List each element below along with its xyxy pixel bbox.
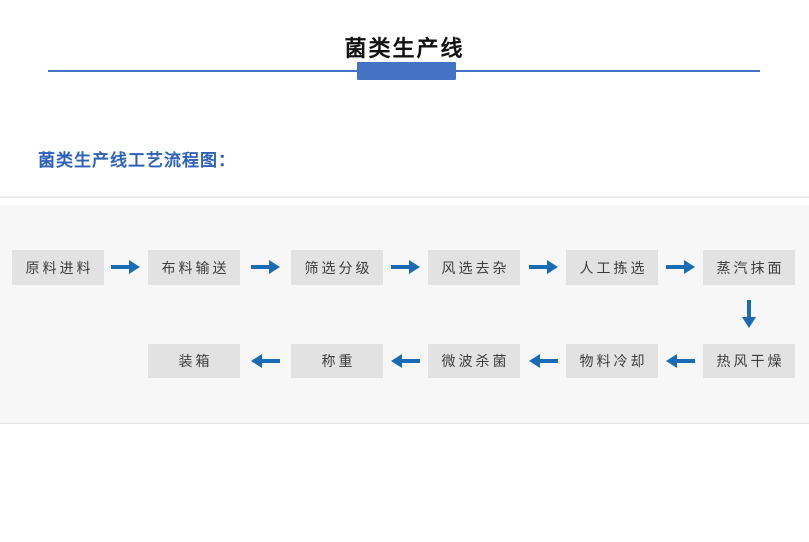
arrow-right-icon: [666, 260, 695, 274]
section-heading: 菌类生产线工艺流程图：: [38, 151, 236, 170]
arrow-left-icon: [666, 354, 695, 368]
process-flow-panel: 原料进料 布料输送 筛选分级 风选去杂 人工拣选 蒸汽抹面 装箱 称重 微波杀菌…: [0, 205, 809, 424]
arrow-left-icon: [391, 354, 420, 368]
arrow-right-icon: [251, 260, 280, 274]
panel-top-divider: [0, 196, 809, 198]
title-underline-accent-bar: [357, 62, 456, 80]
page-title: 菌类生产线: [344, 36, 465, 61]
flow-step-box-screening-grading: 筛选分级: [291, 250, 383, 285]
arrow-down-icon: [742, 300, 756, 328]
flow-step-box-raw-material-feed: 原料进料: [12, 250, 104, 285]
flow-step-box-packing: 装箱: [148, 344, 240, 378]
arrow-right-icon: [391, 260, 420, 274]
flow-step-box-material-cooling: 物料冷却: [566, 344, 658, 378]
arrow-right-icon: [529, 260, 558, 274]
flow-step-box-weighing: 称重: [291, 344, 383, 378]
flow-step-box-manual-picking: 人工拣选: [566, 250, 658, 285]
arrow-left-icon: [251, 354, 280, 368]
flow-step-box-material-conveying: 布料输送: [148, 250, 240, 285]
flow-step-box-hot-air-drying: 热风干燥: [703, 344, 795, 378]
arrow-left-icon: [529, 354, 558, 368]
arrow-right-icon: [111, 260, 140, 274]
flow-step-box-steam-surfacing: 蒸汽抹面: [703, 250, 795, 285]
flow-step-box-microwave-sterilization: 微波杀菌: [428, 344, 520, 378]
flow-step-box-air-sorting: 风选去杂: [428, 250, 520, 285]
